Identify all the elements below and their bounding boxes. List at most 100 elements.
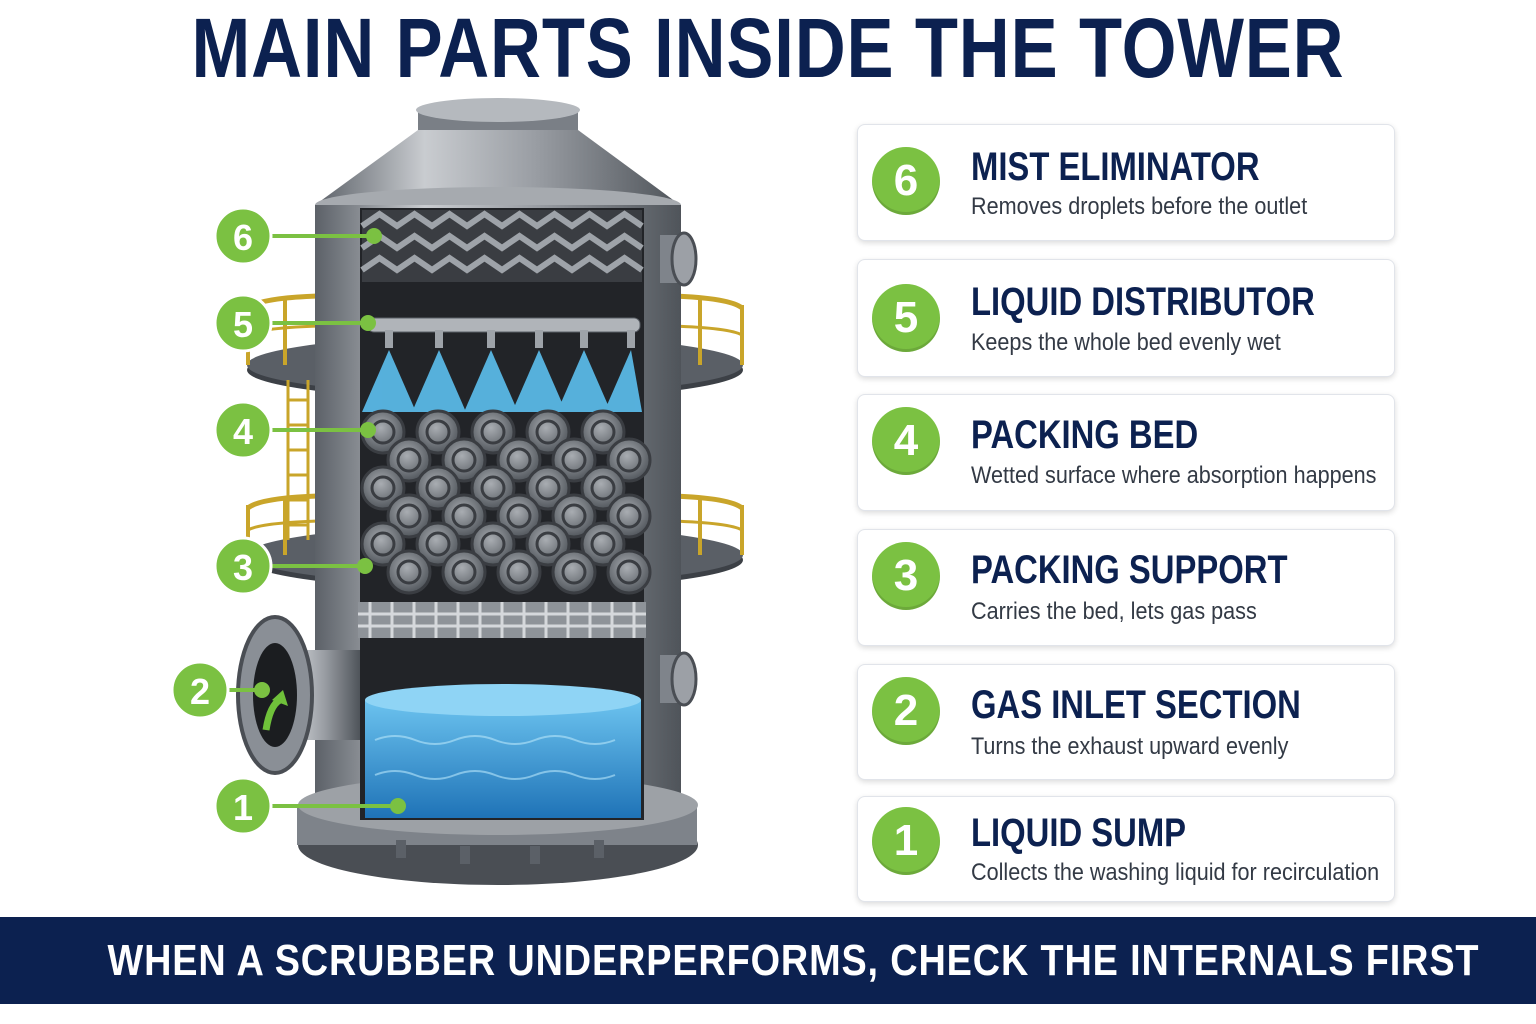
packing-ring-hub bbox=[506, 447, 532, 473]
packing-ring-hub bbox=[535, 531, 561, 557]
mist-eliminator-graphic bbox=[360, 210, 644, 282]
liquid-sump-graphic bbox=[365, 684, 641, 818]
page-title: MAIN PARTS INSIDE THE TOWER bbox=[191, 1, 1345, 95]
side-nozzles bbox=[660, 231, 698, 707]
packing-ring bbox=[386, 437, 432, 483]
card-description: Removes droplets before the outlet bbox=[971, 193, 1308, 220]
packing-ring-hub bbox=[451, 559, 477, 585]
packing-ring-hub bbox=[616, 447, 642, 473]
callout-badge-6: 6 bbox=[213, 206, 273, 266]
card-liquid-sump: 1 LIQUID SUMP Collects the washing liqui… bbox=[857, 796, 1395, 902]
card-title: PACKING SUPPORT bbox=[971, 548, 1288, 592]
svg-text:3: 3 bbox=[233, 547, 253, 588]
card-description: Turns the exhaust upward evenly bbox=[971, 733, 1289, 760]
tower-cutaway-diagram: 6 5 4 3 2 1 bbox=[170, 98, 744, 885]
card-badge: 4 bbox=[872, 407, 940, 475]
packing-ring-hub bbox=[370, 475, 396, 501]
callout-badge-3: 3 bbox=[213, 536, 273, 596]
callout-badge-2: 2 bbox=[170, 660, 230, 720]
callout-badge-1: 1 bbox=[213, 776, 273, 836]
card-packing-bed: 4 PACKING BED Wetted surface where absor… bbox=[857, 394, 1395, 511]
packing-ring bbox=[470, 521, 516, 567]
packing-ring-hub bbox=[480, 419, 506, 445]
card-badge: 2 bbox=[872, 677, 940, 745]
packing-ring bbox=[441, 493, 487, 539]
packing-ring-hub bbox=[561, 503, 587, 529]
packing-ring-hub bbox=[535, 475, 561, 501]
packing-ring bbox=[360, 465, 406, 511]
packing-ring bbox=[415, 465, 461, 511]
packing-ring-hub bbox=[480, 475, 506, 501]
distributor-graphic bbox=[362, 317, 642, 412]
packing-ring bbox=[606, 493, 652, 539]
packing-ring-hub bbox=[370, 531, 396, 557]
svg-text:2: 2 bbox=[190, 671, 210, 712]
packing-ring-hub bbox=[616, 559, 642, 585]
packing-ring bbox=[470, 409, 516, 455]
packing-ring bbox=[580, 409, 626, 455]
card-badge: 6 bbox=[872, 147, 940, 215]
ladder bbox=[286, 380, 310, 540]
svg-text:1: 1 bbox=[233, 787, 253, 828]
packing-ring bbox=[580, 521, 626, 567]
banner-text: WHEN A SCRUBBER UNDERPERFORMS, CHECK THE… bbox=[107, 936, 1480, 985]
svg-text:4: 4 bbox=[233, 411, 253, 452]
gas-inlet-graphic bbox=[236, 615, 360, 775]
packing-ring bbox=[441, 549, 487, 595]
packing-ring-hub bbox=[561, 559, 587, 585]
packing-ring-hub bbox=[396, 447, 422, 473]
packing-ring bbox=[551, 493, 597, 539]
packing-ring-hub bbox=[535, 419, 561, 445]
packing-ring-hub bbox=[590, 419, 616, 445]
card-description: Wetted surface where absorption happens bbox=[971, 462, 1377, 489]
card-title: PACKING BED bbox=[971, 413, 1199, 457]
packing-ring bbox=[441, 437, 487, 483]
packing-ring-hub bbox=[616, 503, 642, 529]
card-mist-eliminator: 6 MIST ELIMINATOR Removes droplets befor… bbox=[857, 124, 1395, 241]
packing-ring bbox=[525, 409, 571, 455]
packing-ring-hub bbox=[480, 531, 506, 557]
packing-ring-hub bbox=[425, 419, 451, 445]
packing-ring bbox=[525, 521, 571, 567]
packing-ring bbox=[360, 521, 406, 567]
card-gas-inlet-section: 2 GAS INLET SECTION Turns the exhaust up… bbox=[857, 664, 1395, 780]
callout-lines bbox=[228, 228, 406, 814]
card-packing-support: 3 PACKING SUPPORT Carries the bed, lets … bbox=[857, 529, 1395, 646]
card-description: Keeps the whole bed evenly wet bbox=[971, 329, 1281, 356]
packing-ring bbox=[496, 437, 542, 483]
card-badge: 3 bbox=[872, 542, 940, 610]
packing-ring bbox=[386, 549, 432, 595]
packing-ring-hub bbox=[396, 503, 422, 529]
packing-bed-graphic bbox=[360, 409, 652, 595]
packing-ring-hub bbox=[396, 559, 422, 585]
packing-support-graphic bbox=[358, 602, 646, 638]
svg-text:6: 6 bbox=[233, 217, 253, 258]
packing-ring bbox=[551, 549, 597, 595]
packing-ring bbox=[606, 549, 652, 595]
card-description: Carries the bed, lets gas pass bbox=[971, 598, 1257, 625]
packing-ring bbox=[525, 465, 571, 511]
callout-badge-5: 5 bbox=[213, 293, 273, 353]
packing-ring bbox=[496, 549, 542, 595]
card-title: MIST ELIMINATOR bbox=[971, 145, 1260, 189]
packing-ring-hub bbox=[590, 531, 616, 557]
svg-text:5: 5 bbox=[233, 304, 253, 345]
packing-ring-hub bbox=[506, 559, 532, 585]
card-badge: 1 bbox=[872, 807, 940, 875]
packing-ring bbox=[551, 437, 597, 483]
packing-ring bbox=[606, 437, 652, 483]
packing-ring bbox=[496, 493, 542, 539]
packing-ring-hub bbox=[590, 475, 616, 501]
packing-ring bbox=[386, 493, 432, 539]
packing-ring-hub bbox=[425, 475, 451, 501]
packing-ring bbox=[415, 521, 461, 567]
card-badge: 5 bbox=[872, 284, 940, 352]
packing-ring bbox=[415, 409, 461, 455]
bottom-banner: WHEN A SCRUBBER UNDERPERFORMS, CHECK THE… bbox=[0, 917, 1536, 1004]
card-title: LIQUID SUMP bbox=[971, 811, 1187, 855]
packing-ring bbox=[580, 465, 626, 511]
base-bolts bbox=[396, 840, 604, 864]
packing-ring-hub bbox=[451, 447, 477, 473]
callout-badge-4: 4 bbox=[213, 400, 273, 460]
packing-ring-hub bbox=[451, 503, 477, 529]
